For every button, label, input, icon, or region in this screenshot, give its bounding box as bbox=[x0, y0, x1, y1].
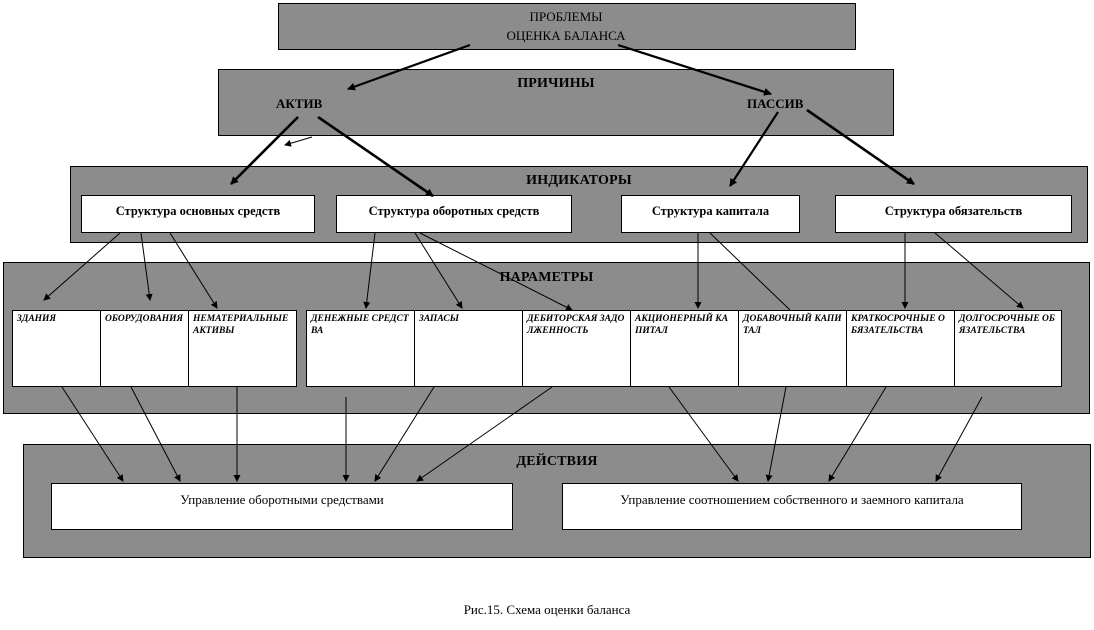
problems-title: ПРОБЛЕМЫ ОЦЕНКА БАЛАНСА bbox=[278, 7, 854, 45]
indicator-liabilities: Структура обязательств bbox=[835, 195, 1072, 233]
indicator-current-assets: Структура оборотных средств bbox=[336, 195, 572, 233]
action-capital-ratio: Управление соотношением собственного и з… bbox=[562, 483, 1022, 530]
parameters-title: ПАРАМЕТРЫ bbox=[499, 270, 594, 285]
param-buildings: ЗДАНИЯ bbox=[12, 310, 101, 387]
action-working-capital: Управление оборотными средствами bbox=[51, 483, 513, 530]
param-share-capital: АКЦИОНЕРНЫЙ КАПИТАЛ bbox=[630, 310, 739, 387]
problems-line2: ОЦЕНКА БАЛАНСА bbox=[506, 28, 626, 43]
param-inventory: ЗАПАСЫ bbox=[414, 310, 523, 387]
indicator-fixed-assets: Структура основных средств bbox=[81, 195, 315, 233]
problems-band bbox=[278, 3, 856, 50]
problems-line1: ПРОБЛЕМЫ bbox=[529, 9, 603, 24]
param-cash: ДЕНЕЖНЫЕ СРЕДСТВА bbox=[306, 310, 415, 387]
param-additional-capital: ДОБАВОЧНЫЙ КАПИТАЛ bbox=[738, 310, 847, 387]
indicator-capital: Структура капитала bbox=[621, 195, 800, 233]
passive-label: ПАССИВ bbox=[747, 96, 804, 111]
param-long-term-liabilities: ДОЛГОСРОЧНЫЕ ОБЯЗАТЕЛЬСТВА bbox=[954, 310, 1062, 387]
actions-title: ДЕЙСТВИЯ bbox=[516, 454, 598, 469]
figure-caption: Рис.15. Схема оценки баланса bbox=[463, 602, 631, 617]
param-equipment: ОБОРУДОВАНИЯ bbox=[100, 310, 189, 387]
indicators-title: ИНДИКАТОРЫ bbox=[526, 173, 632, 188]
causes-title: ПРИЧИНЫ bbox=[517, 76, 595, 91]
arrow-stray-small bbox=[284, 136, 313, 147]
param-intangible-assets: НЕМАТЕРИАЛЬНЫЕ АКТИВЫ bbox=[188, 310, 297, 387]
active-label: АКТИВ bbox=[276, 96, 323, 111]
param-short-term-liabilities: КРАТКОСРОЧНЫЕ ОБЯЗАТЕЛЬСТВА bbox=[846, 310, 955, 387]
param-receivables: ДЕБИТОРСКАЯ ЗАДОЛЖЕННОСТЬ bbox=[522, 310, 631, 387]
